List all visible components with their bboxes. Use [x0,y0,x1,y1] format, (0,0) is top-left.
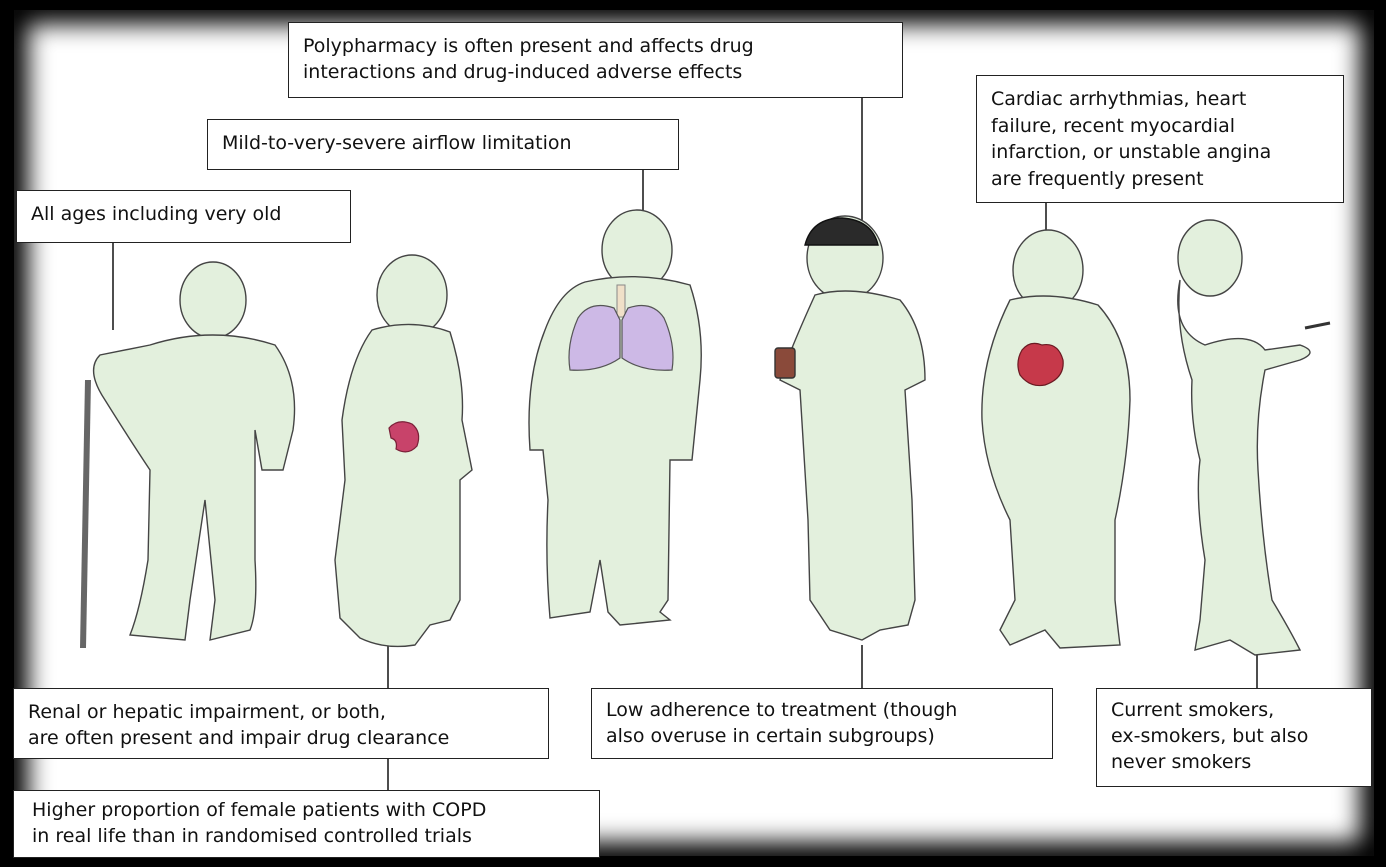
callout-airflow: Mild-to-very-severe airflow limitation [207,119,679,170]
brain-man-figure [774,215,926,641]
elderly-man-figure [80,261,296,649]
brain-icon [804,217,879,246]
cigarette-icon [1304,321,1331,330]
callout-smokers: Current smokers, ex-smokers, but also ne… [1096,688,1372,787]
woman-figure [334,254,473,648]
callout-adherence: Low adherence to treatment (though also … [591,688,1053,759]
pill-bottle-icon [774,347,796,379]
smoking-woman-figure [1177,219,1331,656]
callout-renal: Renal or hepatic impairment, or both, ar… [13,688,549,759]
lungs-icon [568,284,674,371]
kidney-icon [388,421,420,453]
lungs-man-figure [528,209,702,626]
callout-cardiac: Cardiac arrhythmias, heart failure, rece… [976,75,1344,203]
callout-polypharmacy: Polypharmacy is often present and affect… [288,22,903,98]
callout-ages: All ages including very old [16,190,351,243]
heart-icon [1017,342,1064,387]
callout-female: Higher proportion of female patients wit… [13,790,600,858]
connector-lines [112,98,1258,791]
heart-man-figure [981,229,1131,649]
